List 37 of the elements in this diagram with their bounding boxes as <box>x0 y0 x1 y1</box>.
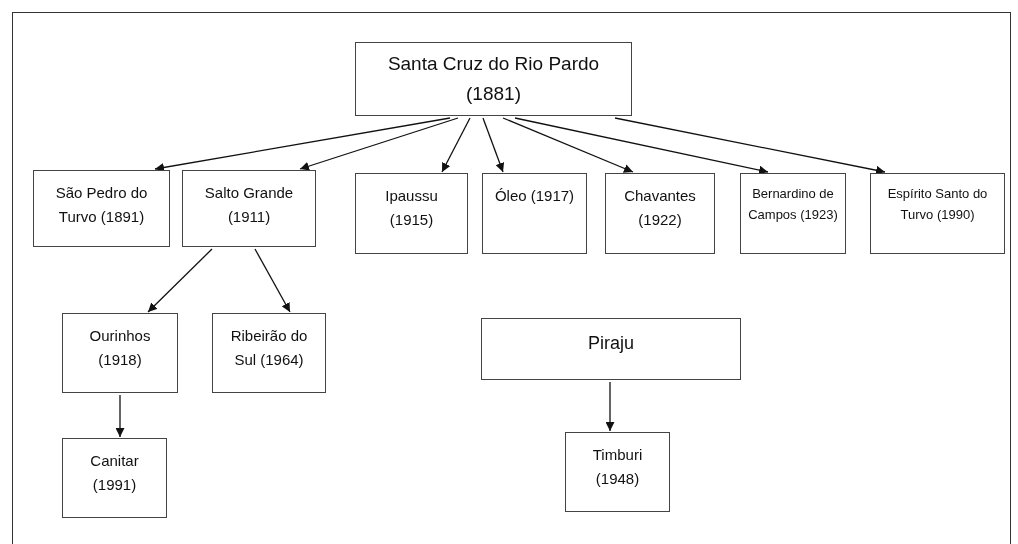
place-box <box>355 173 468 254</box>
arrow <box>254 248 291 313</box>
place-name: Espírito Santo do Turvo (1990) <box>886 185 989 224</box>
place-name: Bernardino de Campos (1923) <box>747 185 839 224</box>
arrow <box>147 248 213 313</box>
place-box <box>740 173 846 254</box>
arrow <box>614 117 886 175</box>
arrow <box>502 117 634 173</box>
place-box <box>62 438 167 518</box>
place-name: Santa Cruz do Rio Pardo (1881) <box>386 51 601 106</box>
arrow <box>154 117 451 172</box>
place-name: Ribeirão do Sul (1964) <box>229 326 309 370</box>
place-box <box>33 170 170 247</box>
place-name: Óleo (1917) <box>494 186 575 206</box>
arrow <box>299 117 459 171</box>
place-box <box>355 42 632 116</box>
place-name: Piraju <box>588 332 634 355</box>
place-name: Ourinhos (1918) <box>88 326 152 370</box>
place-name: Salto Grande (1911) <box>203 183 295 227</box>
place-box <box>565 432 670 512</box>
place-name: Chavantes (1922) <box>623 186 697 230</box>
place-name: Timburi (1948) <box>591 445 644 489</box>
place-box <box>212 313 326 393</box>
place-name: São Pedro do Turvo (1891) <box>54 183 149 227</box>
arrow <box>514 117 769 175</box>
place-box <box>870 173 1005 254</box>
place-name: Ipaussu (1915) <box>384 186 439 230</box>
place-box <box>605 173 715 254</box>
place-box <box>481 318 741 380</box>
place-box <box>182 170 316 247</box>
place-name: Canitar (1991) <box>89 451 140 495</box>
arrow <box>605 381 615 432</box>
arrow <box>441 117 471 173</box>
place-box <box>62 313 178 393</box>
arrow <box>115 394 125 438</box>
arrow <box>482 117 505 173</box>
place-box <box>482 173 587 254</box>
